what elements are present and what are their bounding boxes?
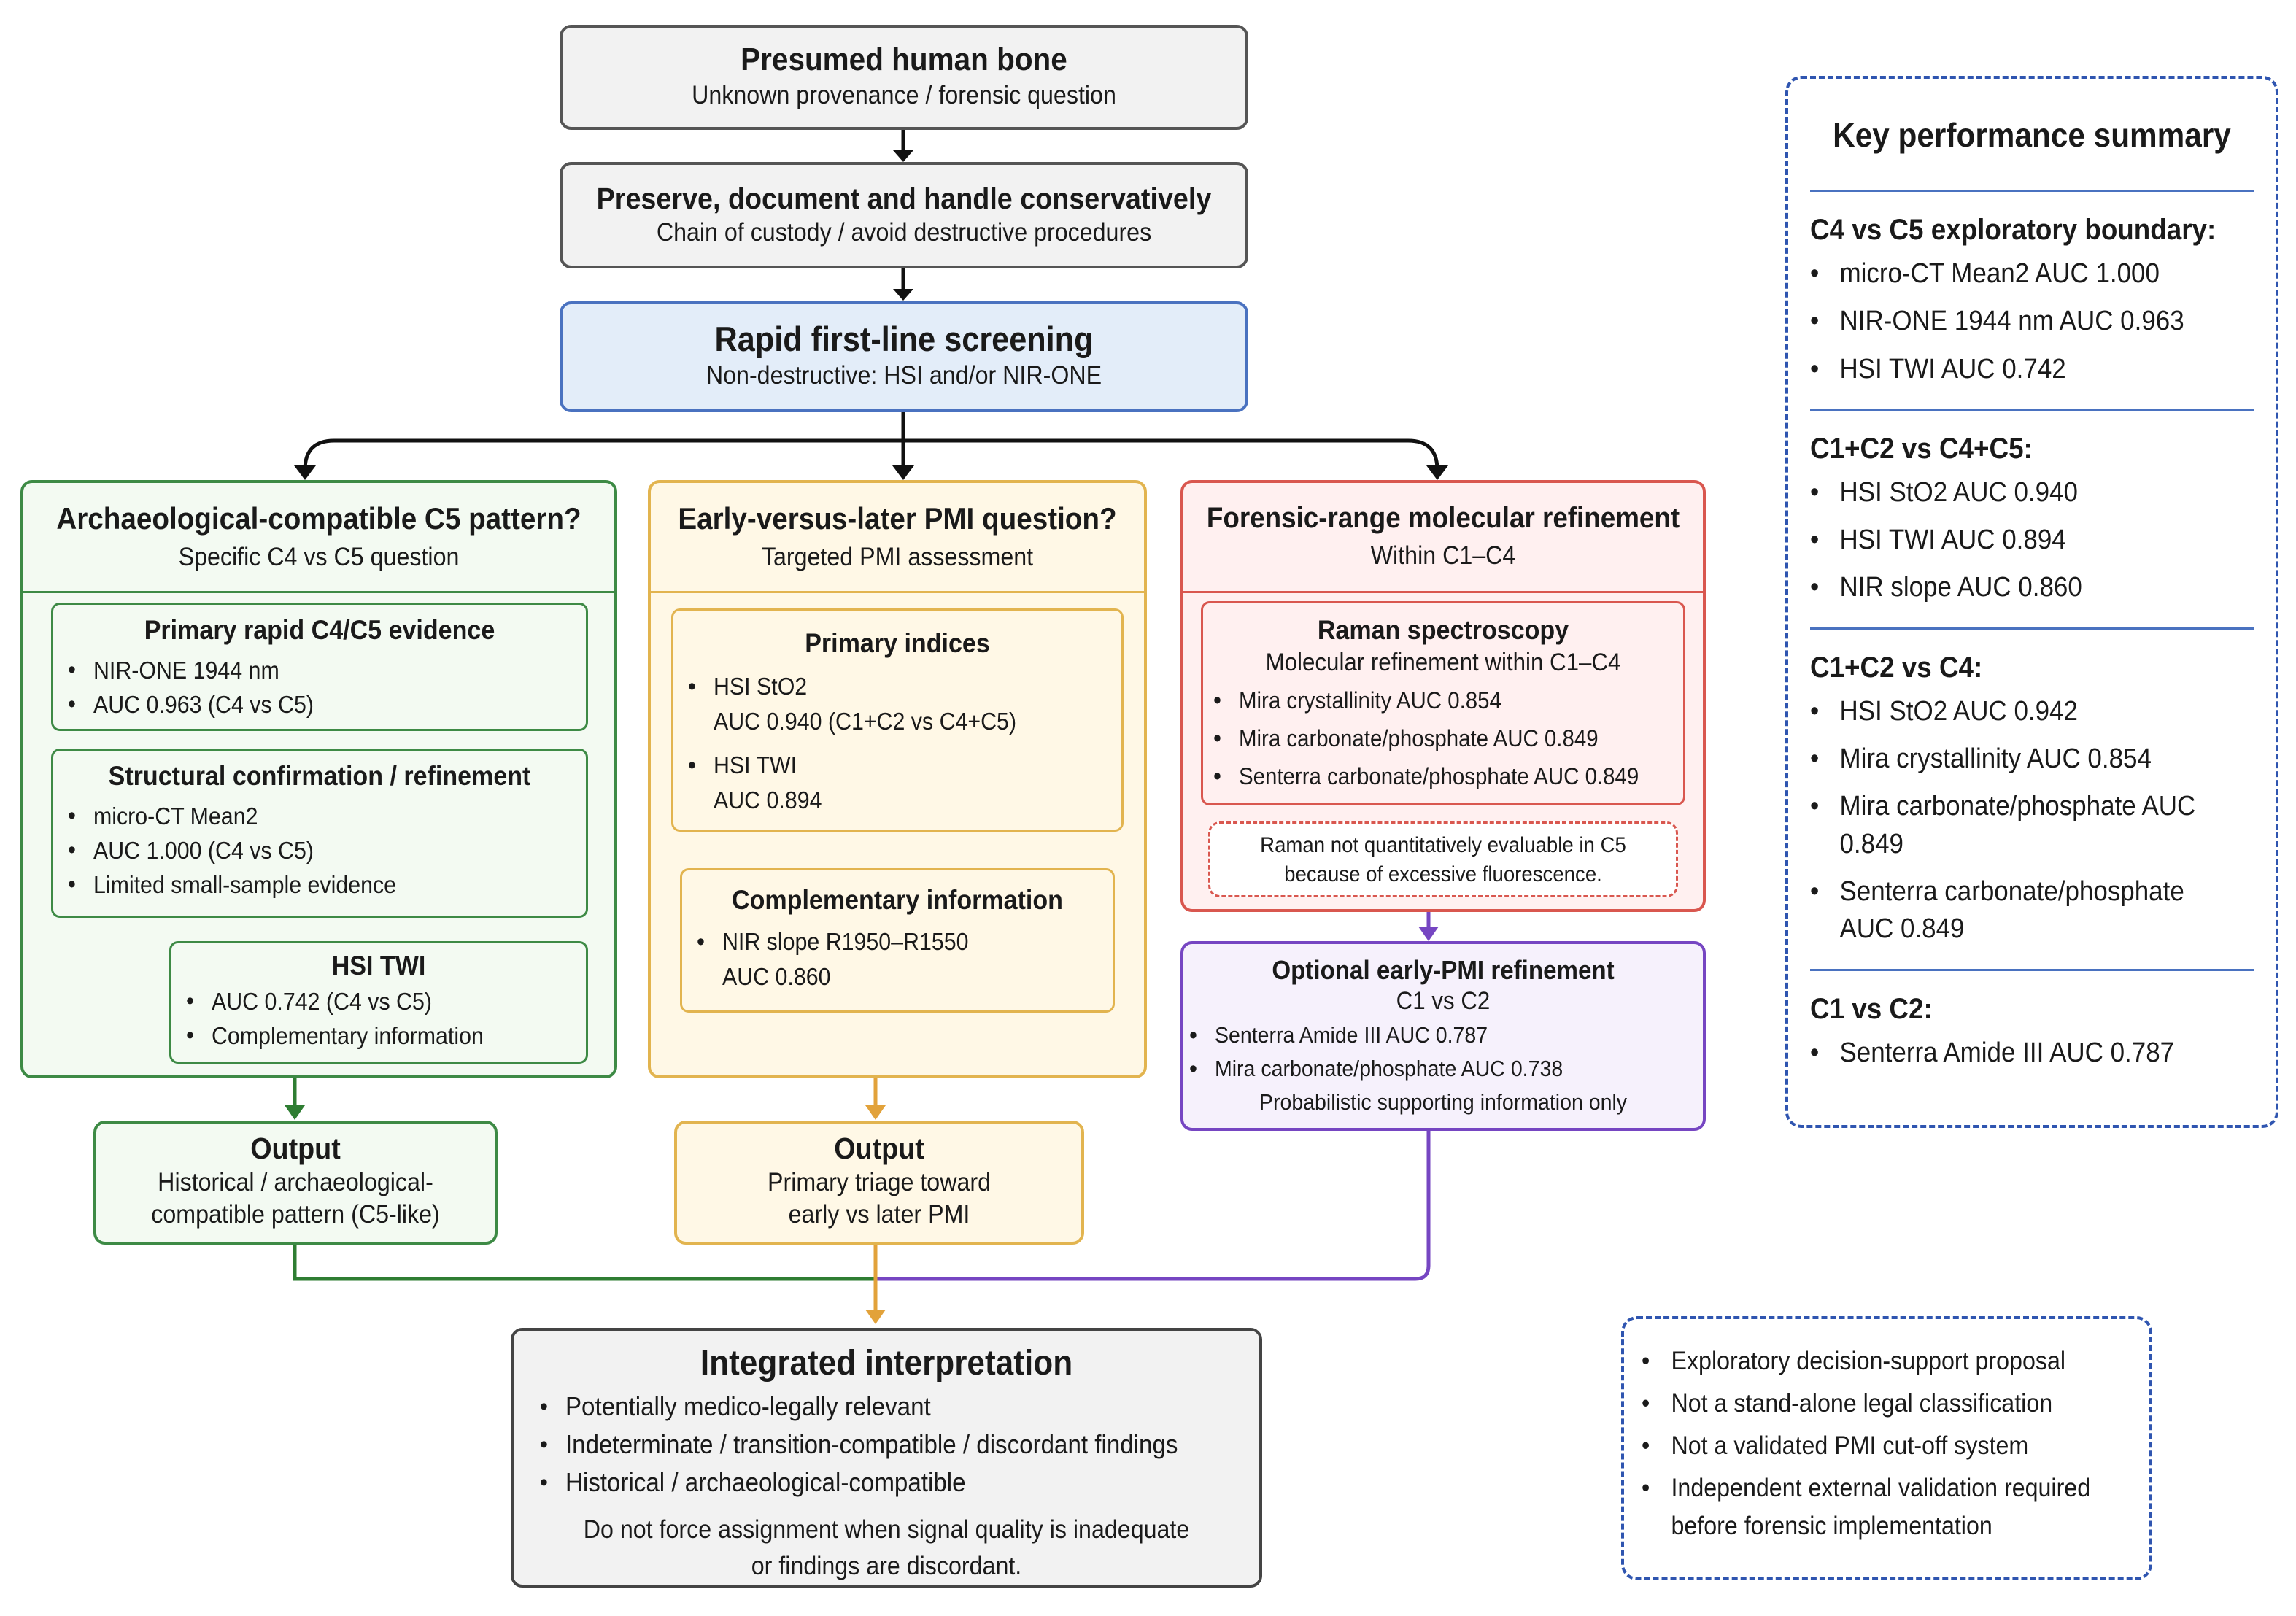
output-pmi-line: Primary triage toward: [767, 1168, 991, 1197]
summary-item: HSI TWI AUC 0.742: [1810, 351, 2218, 389]
optional-refinement-box: Optional early-PMI refinement C1 vs C2 S…: [1180, 941, 1706, 1131]
summary-item: NIR slope AUC 0.860: [1810, 569, 2218, 607]
summary-item: Senterra carbonate/phosphate AUC 0.849: [1810, 873, 2218, 948]
disclaimer-item: Not a validated PMI cut-off system: [1642, 1427, 2095, 1465]
summary-title: Key performance summary: [1833, 116, 2231, 154]
summary-section: C1 vs C2: Senterra Amide III AUC 0.787: [1810, 971, 2254, 1072]
list-item: Senterra Amide III AUC 0.787: [1189, 1018, 1662, 1052]
summary-section: C1+C2 vs C4: HSI StO2 AUC 0.942Mira cryst…: [1810, 630, 2254, 971]
bone-sub: Unknown provenance / forensic question: [692, 80, 1116, 109]
list-item: Indeterminate / transition-compatible / …: [540, 1426, 1202, 1464]
list-item: Limited small-sample evidence: [68, 867, 544, 902]
list-item: Senterra carbonate/phosphate AUC 0.849: [1213, 757, 1645, 795]
list-item: HSI TWI: [688, 748, 1086, 783]
output-c5-title: Output: [250, 1132, 341, 1165]
output-pmi-box: Output Primary triage toward early vs la…: [674, 1121, 1084, 1245]
summary-item: Mira crystallinity AUC 0.854: [1810, 741, 2218, 778]
molecular-panel-title: Forensic-range molecular refinement: [1206, 502, 1680, 534]
disclaimer-item: Exploratory decision-support proposal: [1642, 1342, 2095, 1380]
output-pmi-title: Output: [834, 1132, 924, 1165]
primary-indices-box: Primary indices HSI StO2 AUC 0.940 (C1+C…: [671, 608, 1124, 832]
summary-item: HSI TWI AUC 0.894: [1810, 522, 2218, 560]
summary-item: NIR-ONE 1944 nm AUC 0.963: [1810, 303, 2218, 341]
optional-sub: C1 vs C2: [1396, 987, 1491, 1016]
summary-item: micro-CT Mean2 AUC 1.000: [1810, 255, 2218, 293]
list-item: Historical / archaeological-compatible: [540, 1464, 1202, 1501]
c5-panel-title: Archaeological-compatible C5 pattern?: [56, 501, 581, 536]
list-item: Mira carbonate/phosphate AUC 0.849: [1213, 719, 1645, 757]
complementary-title: Complementary information: [732, 885, 1063, 915]
integrated-note: or findings are discordant.: [751, 1551, 1022, 1580]
preserve-title: Preserve, document and handle conservati…: [596, 182, 1212, 215]
integrated-note: Do not force assignment when signal qual…: [583, 1515, 1190, 1544]
c5-panel-sub: Specific C4 vs C5 question: [178, 543, 460, 572]
complementary-box: Complementary information NIR slope R195…: [680, 868, 1115, 1013]
output-c5-line: compatible pattern (C5-like): [151, 1199, 440, 1229]
summary-section: C1+C2 vs C4+C5: HSI StO2 AUC 0.940HSI TWI…: [1810, 411, 2254, 630]
disclaimer-panel: Exploratory decision-support proposalNot…: [1621, 1316, 2152, 1580]
note-line: because of excessive fluorescence.: [1284, 862, 1602, 886]
integrated-title: Integrated interpretation: [700, 1344, 1073, 1383]
hsi-twi-box: HSI TWI AUC 0.742 (C4 vs C5) Complementa…: [169, 941, 588, 1064]
list-item: AUC 1.000 (C4 vs C5): [68, 833, 544, 867]
summary-section-heading: C1+C2 vs C4+C5:: [1810, 432, 2033, 465]
preserve-sub: Chain of custody / avoid destructive pro…: [656, 218, 1152, 247]
primary-c4c5-box: Primary rapid C4/C5 evidence NIR-ONE 194…: [51, 603, 588, 731]
list-item: HSI StO2: [688, 669, 1086, 704]
molecular-panel-sub: Within C1–C4: [1370, 541, 1516, 570]
structural-box: Structural confirmation / refinement mic…: [51, 749, 588, 918]
list-item: NIR slope R1950–R1550: [697, 924, 1079, 959]
pmi-panel-title: Early-versus-later PMI question?: [678, 501, 1117, 536]
list-item: Mira crystallinity AUC 0.854: [1213, 681, 1645, 719]
list-item: AUC 0.742 (C4 vs C5): [186, 984, 554, 1018]
list-item: AUC 0.963 (C4 vs C5): [68, 687, 544, 722]
optional-title: Optional early-PMI refinement: [1272, 955, 1615, 985]
primary-c4c5-title: Primary rapid C4/C5 evidence: [144, 615, 495, 645]
output-c5-line: Historical / archaeological-: [158, 1168, 433, 1197]
summary-item: Mira carbonate/phosphate AUC 0.849: [1810, 788, 2218, 863]
summary-section-heading: C1+C2 vs C4:: [1810, 651, 1983, 684]
bone-box: Presumed human bone Unknown provenance /…: [560, 25, 1248, 130]
summary-item: HSI StO2 AUC 0.940: [1810, 474, 2218, 512]
structural-title: Structural confirmation / refinement: [108, 761, 531, 791]
summary-item: Senterra Amide III AUC 0.787: [1810, 1035, 2218, 1072]
performance-summary-panel: Key performance summary C4 vs C5 explora…: [1785, 76, 2278, 1128]
disclaimer-item: Independent external validation required…: [1642, 1469, 2095, 1545]
list-item: Complementary information: [186, 1018, 554, 1053]
raman-title: Raman spectroscopy: [1317, 615, 1569, 645]
list-item-cont: AUC 0.894: [713, 786, 822, 814]
screening-sub: Non-destructive: HSI and/or NIR-ONE: [706, 361, 1102, 390]
summary-section: C4 vs C5 exploratory boundary: micro-CT M…: [1810, 192, 2254, 411]
list-item: NIR-ONE 1944 nm: [68, 653, 544, 687]
primary-indices-title: Primary indices: [805, 628, 990, 658]
note-line: Raman not quantitatively evaluable in C5: [1260, 833, 1626, 857]
list-item-cont: AUC 0.940 (C1+C2 vs C4+C5): [713, 708, 1017, 735]
output-c5-box: Output Historical / archaeological- comp…: [93, 1121, 498, 1245]
optional-foot: Probabilistic supporting information onl…: [1259, 1089, 1628, 1115]
screening-box: Rapid first-line screening Non-destructi…: [560, 301, 1248, 412]
raman-c5-note: Raman not quantitatively evaluable in C5…: [1208, 821, 1678, 897]
integrated-box: Integrated interpretation Potentially me…: [511, 1328, 1262, 1588]
bone-title: Presumed human bone: [741, 42, 1067, 77]
branch-bar: [303, 438, 1439, 471]
list-item: micro-CT Mean2: [68, 799, 544, 833]
list-item-cont: AUC 0.860: [722, 963, 831, 991]
list-item: Potentially medico-legally relevant: [540, 1388, 1202, 1426]
pmi-panel-sub: Targeted PMI assessment: [761, 543, 1034, 572]
summary-section-heading: C4 vs C5 exploratory boundary:: [1810, 214, 2216, 246]
list-item: Mira carbonate/phosphate AUC 0.738: [1189, 1052, 1662, 1086]
preserve-box: Preserve, document and handle conservati…: [560, 162, 1248, 268]
summary-item: HSI StO2 AUC 0.942: [1810, 693, 2218, 731]
summary-section-heading: C1 vs C2:: [1810, 992, 1933, 1025]
output-pmi-line: early vs later PMI: [788, 1199, 970, 1229]
raman-box: Raman spectroscopy Molecular refinement …: [1201, 601, 1685, 805]
raman-sub: Molecular refinement within C1–C4: [1265, 649, 1621, 677]
screening-title: Rapid first-line screening: [714, 320, 1094, 358]
hsi-twi-title: HSI TWI: [331, 951, 426, 981]
disclaimer-item: Not a stand-alone legal classification: [1642, 1385, 2095, 1423]
